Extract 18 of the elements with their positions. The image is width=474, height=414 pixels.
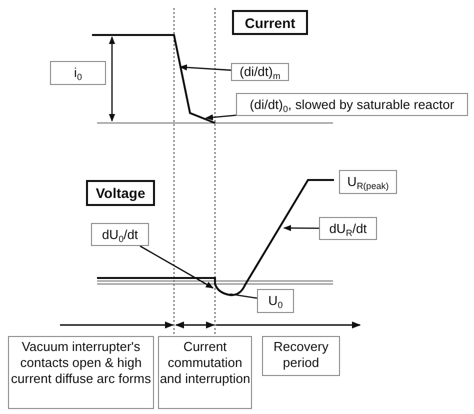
chart-heading: Current	[232, 10, 308, 35]
leader-line	[283, 224, 319, 232]
label-box: U$_{R(peak)}$	[339, 170, 397, 194]
label-box: i$_{0}$	[50, 61, 106, 85]
current-curve	[92, 34, 216, 124]
leader-line	[140, 245, 214, 289]
label-box: U$_{0}$	[257, 289, 294, 313]
leader-line	[230, 293, 258, 299]
phase-box: Vacuum interrupter's contacts open & high current diffuse arc forms	[8, 336, 154, 409]
chart-heading: Voltage	[86, 180, 155, 206]
phase-box: Recovery period	[262, 336, 340, 376]
label-box: dU$_{R}$/dt	[319, 217, 377, 240]
leader-line	[205, 114, 236, 120]
label-box: dU$_{0}$/dt	[91, 223, 149, 246]
leader-line	[179, 64, 232, 71]
phase-box: Current commutation and interruption	[158, 336, 252, 409]
label-box: (di/dt)$_{0}$, slowed by saturable reactor	[236, 93, 468, 116]
label-box: (di/dt)$_{m}$	[231, 63, 289, 81]
